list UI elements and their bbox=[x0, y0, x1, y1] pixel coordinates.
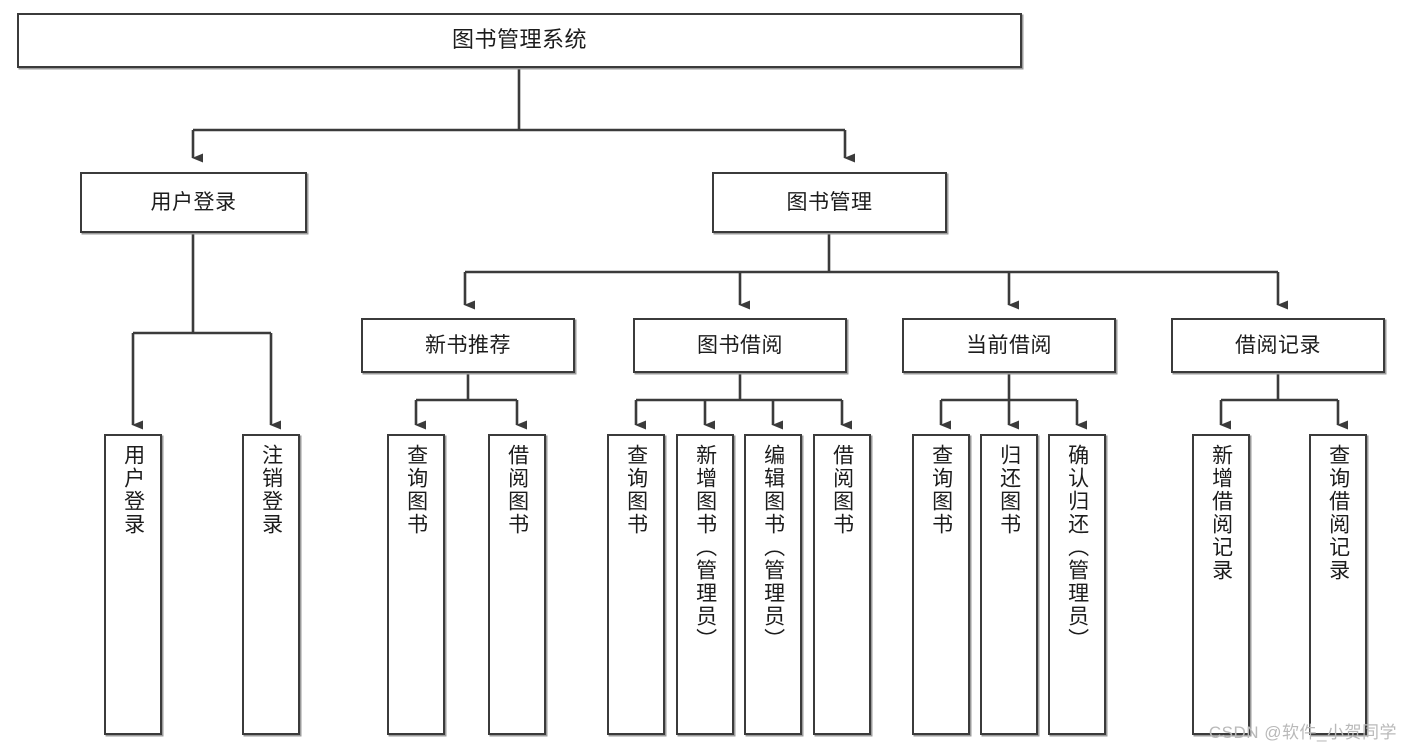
node-borrow-record[interactable]: 借阅记录 bbox=[1171, 318, 1385, 373]
leaf-user-login[interactable]: 用户登录 bbox=[104, 434, 162, 735]
node-label: 查询图书 bbox=[404, 444, 428, 536]
node-new-book-recommend[interactable]: 新书推荐 bbox=[361, 318, 575, 373]
node-label: 查询图书 bbox=[929, 444, 953, 536]
node-label: 图书管理 bbox=[786, 190, 873, 214]
node-label: 查询图书 bbox=[624, 444, 648, 536]
node-book-borrow[interactable]: 图书借阅 bbox=[633, 318, 847, 373]
node-label: 当前借阅 bbox=[966, 333, 1052, 357]
leaf-confirm-return-admin[interactable]: 确认归还（管理员） bbox=[1048, 434, 1106, 735]
leaf-query-book-borrow[interactable]: 查询图书 bbox=[607, 434, 665, 735]
leaf-query-borrow-record[interactable]: 查询借阅记录 bbox=[1309, 434, 1367, 735]
leaf-add-borrow-record[interactable]: 新增借阅记录 bbox=[1192, 434, 1250, 735]
node-label: 编辑图书（管理员） bbox=[761, 444, 785, 651]
node-label: 用户登录 bbox=[121, 444, 145, 536]
node-label: 确认归还（管理员） bbox=[1065, 444, 1089, 651]
node-label: 查询借阅记录 bbox=[1326, 444, 1350, 582]
leaf-borrow-book[interactable]: 借阅图书 bbox=[813, 434, 871, 735]
leaf-query-book-current[interactable]: 查询图书 bbox=[912, 434, 970, 735]
leaf-query-book-new[interactable]: 查询图书 bbox=[387, 434, 445, 735]
leaf-edit-book-admin[interactable]: 编辑图书（管理员） bbox=[744, 434, 802, 735]
node-current-borrow[interactable]: 当前借阅 bbox=[902, 318, 1116, 373]
node-label: 借阅图书 bbox=[505, 444, 529, 536]
node-label: 新增借阅记录 bbox=[1209, 444, 1233, 582]
node-label: 借阅记录 bbox=[1235, 333, 1321, 357]
node-label: 图书借阅 bbox=[697, 333, 783, 357]
leaf-add-book-admin[interactable]: 新增图书（管理员） bbox=[676, 434, 734, 735]
node-user-login[interactable]: 用户登录 bbox=[80, 172, 307, 233]
leaf-user-logout[interactable]: 注销登录 bbox=[242, 434, 300, 735]
node-label: 归还图书 bbox=[997, 444, 1021, 536]
node-label: 用户登录 bbox=[150, 190, 237, 214]
leaf-return-book[interactable]: 归还图书 bbox=[980, 434, 1038, 735]
node-label: 新增图书（管理员） bbox=[693, 444, 717, 651]
node-label: 借阅图书 bbox=[830, 444, 854, 536]
watermark: CSDN @软件_小贺同学 bbox=[1208, 723, 1397, 742]
node-label: 图书管理系统 bbox=[451, 27, 587, 53]
node-label: 注销登录 bbox=[259, 444, 283, 536]
leaf-borrow-book-new[interactable]: 借阅图书 bbox=[488, 434, 546, 735]
node-label: 新书推荐 bbox=[425, 333, 511, 357]
node-book-management[interactable]: 图书管理 bbox=[712, 172, 947, 233]
node-root-system[interactable]: 图书管理系统 bbox=[17, 13, 1022, 68]
